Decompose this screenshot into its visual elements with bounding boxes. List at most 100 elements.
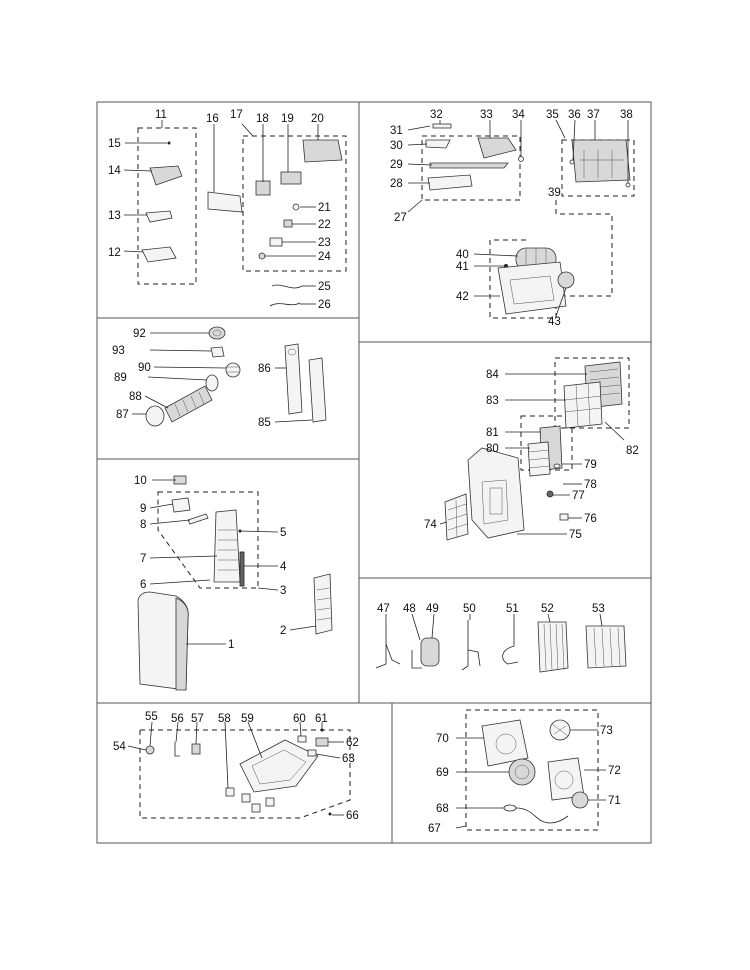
- part-38: [625, 182, 631, 188]
- label-6: 6: [140, 579, 146, 591]
- label-76: 76: [584, 513, 597, 525]
- label-38: 38: [620, 109, 633, 121]
- label-67: 67: [428, 823, 441, 835]
- part-29-strip: [429, 162, 509, 169]
- label-93: 93: [112, 345, 125, 357]
- part-19-board: [280, 171, 302, 185]
- label-54: 54: [113, 741, 126, 753]
- label-88: 88: [129, 391, 142, 403]
- label-48: 48: [403, 603, 416, 615]
- part-8-trim: [187, 513, 209, 525]
- label-15: 15: [108, 138, 121, 150]
- part-59-base-pan: [239, 739, 319, 793]
- label-24: 24: [318, 251, 331, 263]
- label-74: 74: [424, 519, 437, 531]
- label-92: 92: [133, 328, 146, 340]
- label-63: 63: [342, 753, 355, 765]
- label-55: 55: [145, 711, 158, 723]
- part-48-pipe: [411, 650, 422, 669]
- label-35: 35: [546, 109, 559, 121]
- label-43: 43: [548, 316, 561, 328]
- part-58-caster: [251, 803, 261, 813]
- label-84: 84: [486, 369, 499, 381]
- label-14: 14: [108, 165, 121, 177]
- part-58-caster: [265, 797, 275, 807]
- part-25-wire: [271, 284, 303, 289]
- part-14-control-panel: [149, 165, 183, 186]
- label-85: 85: [258, 417, 271, 429]
- label-77: 77: [572, 490, 585, 502]
- part-93-clip: [210, 346, 225, 358]
- part-90-grille: [225, 362, 241, 378]
- part-77: [546, 490, 554, 498]
- part-34: [518, 156, 524, 162]
- part-33-housing: [477, 137, 517, 159]
- label-58: 58: [218, 713, 231, 725]
- label-18: 18: [256, 113, 269, 125]
- part-88-hose: [164, 385, 213, 423]
- part-15-screw: [167, 141, 171, 145]
- label-86: 86: [258, 363, 271, 375]
- part-52-evaporator: [537, 621, 569, 673]
- label-33: 33: [480, 109, 493, 121]
- part-42-fan-housing: [497, 261, 567, 315]
- label-29: 29: [390, 159, 403, 171]
- label-90: 90: [138, 362, 151, 374]
- part-23: [269, 237, 283, 247]
- label-73: 73: [600, 725, 613, 737]
- label-87: 87: [116, 409, 129, 421]
- part-12-cover: [141, 246, 177, 263]
- part-16-panel: [207, 191, 243, 213]
- part-70-scroll-housing: [481, 719, 529, 767]
- label-82: 82: [626, 445, 639, 457]
- label-42: 42: [456, 291, 469, 303]
- panel-exhaust-hose-group: 92 93 90 89 88 87 86 85: [112, 326, 327, 429]
- part-26-wire: [269, 302, 301, 307]
- part-9-cover: [171, 497, 191, 513]
- label-21: 21: [318, 202, 331, 214]
- part-53-condenser: [585, 625, 627, 669]
- part-24: [258, 252, 266, 260]
- panel-fan-motor-group: 32 33 34 35 36 37 38 31 30 29 28 27 39 4…: [390, 109, 635, 328]
- part-56-bracket: [174, 742, 180, 757]
- label-51: 51: [506, 603, 519, 615]
- part-76: [559, 513, 569, 521]
- part-30: [425, 139, 451, 149]
- part-87-adapter: [145, 405, 165, 427]
- part-79: [553, 463, 561, 469]
- part-83-filter: [563, 381, 603, 429]
- panel-front-cabinet-group: 10 9 8 7 6 5 4 3 1 2: [134, 475, 333, 691]
- label-72: 72: [608, 765, 621, 777]
- label-20: 20: [311, 113, 324, 125]
- label-39: 39: [548, 187, 561, 199]
- part-22: [283, 219, 293, 228]
- part-51-capillary: [502, 618, 519, 665]
- label-10: 10: [134, 475, 147, 487]
- label-9: 9: [140, 503, 146, 515]
- label-75: 75: [569, 529, 582, 541]
- label-41: 41: [456, 261, 469, 273]
- part-18-board: [255, 180, 271, 196]
- label-80: 80: [486, 443, 499, 455]
- label-56: 56: [171, 713, 184, 725]
- label-47: 47: [377, 603, 390, 615]
- label-66: 66: [346, 810, 359, 822]
- label-53: 53: [592, 603, 605, 615]
- part-37-chassis: [571, 139, 631, 183]
- label-79: 79: [584, 459, 597, 471]
- label-70: 70: [436, 733, 449, 745]
- part-4-strip: [239, 551, 245, 587]
- label-25: 25: [318, 281, 331, 293]
- label-78: 78: [584, 479, 597, 491]
- part-28-bracket: [427, 174, 473, 191]
- panel-frames: [96, 101, 652, 844]
- label-19: 19: [281, 113, 294, 125]
- label-17: 17: [230, 109, 243, 121]
- label-32: 32: [430, 109, 443, 121]
- part-85-window-slider: [308, 357, 327, 423]
- label-89: 89: [114, 372, 127, 384]
- label-57: 57: [191, 713, 204, 725]
- part-20-pcb: [302, 139, 343, 163]
- label-4: 4: [280, 561, 287, 573]
